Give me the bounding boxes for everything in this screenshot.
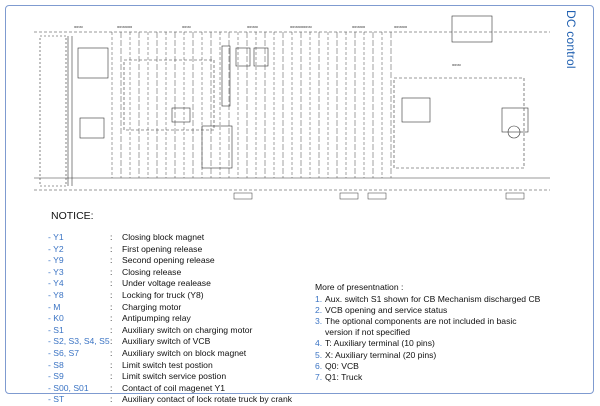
presentation-item-text: Q0: VCB bbox=[325, 360, 359, 371]
legend-code: - ST bbox=[48, 394, 65, 405]
legend-description: Closing block magnet bbox=[122, 232, 205, 242]
presentation-item-number: 7. bbox=[315, 371, 323, 382]
presentation-item-text: The optional components are not included… bbox=[325, 316, 517, 338]
presentation-notes: More of presentnation : 1.Aux. switch S1… bbox=[315, 282, 585, 383]
legend-separator: : bbox=[110, 255, 113, 266]
presentation-item: 5.X: Auxiliary terminal (20 pins) bbox=[315, 350, 585, 361]
legend-row: - K0: Antipumping relay bbox=[48, 313, 292, 325]
legend-row: - S9: Limit switch service postion bbox=[48, 371, 292, 383]
legend-description: Auxiliary switch on charging motor bbox=[122, 324, 253, 335]
legend-description: Auxiliary switch of VCB bbox=[122, 336, 211, 347]
legend-row: - S1: Auxiliary switch on charging motor bbox=[48, 325, 292, 337]
notice-title: NOTICE: bbox=[51, 210, 94, 222]
legend-separator: : bbox=[110, 382, 113, 393]
legend-row: - S00, S01: Contact of coil magenet Y1 bbox=[48, 383, 292, 395]
legend-row: - M: Charging motor bbox=[48, 302, 292, 314]
presentation-item: 7.Q1: Truck bbox=[315, 372, 585, 383]
legend-code: - Y9 bbox=[48, 255, 64, 266]
svg-text:ЯЯЯЯЯЯЯЯЯЯ: ЯЯЯЯЯЯЯЯЯЯ bbox=[290, 25, 312, 29]
legend-description: Contact of coil magenet Y1 bbox=[122, 382, 226, 393]
legend-separator: : bbox=[110, 347, 113, 358]
legend-description: Antipumping relay bbox=[122, 313, 191, 324]
presentation-item-text: Aux. switch S1 shown for CB Mechanism di… bbox=[325, 294, 541, 305]
legend-separator: : bbox=[110, 336, 113, 347]
presentation-item-number: 3. bbox=[315, 316, 323, 327]
legend-description: Auxiliary contact of lock rotate truck b… bbox=[122, 394, 293, 405]
legend-code: - Y1 bbox=[48, 232, 64, 242]
presentation-item-text: VCB opening and service status bbox=[325, 305, 448, 316]
presentation-item-number: 6. bbox=[315, 360, 323, 371]
presentation-item-text: X: Auxiliary terminal (20 pins) bbox=[325, 349, 437, 360]
legend-description: Under voltage realease bbox=[122, 278, 211, 289]
legend-row: - Y3: Closing release bbox=[48, 267, 292, 279]
legend-separator: : bbox=[110, 394, 113, 405]
legend-code: - S2, S3, S4, S5 bbox=[48, 336, 110, 347]
legend-row: - S6, S7: Auxiliary switch on block magne… bbox=[48, 348, 292, 360]
presentation-item: 3.The optional components are not includ… bbox=[315, 316, 585, 338]
presentation-item: 4.T: Auxiliary terminal (10 pins) bbox=[315, 338, 585, 349]
legend-code: - Y2 bbox=[48, 243, 64, 254]
presentation-item-number: 5. bbox=[315, 349, 323, 360]
svg-text:ЯЯЯЯЯЯ: ЯЯЯЯЯЯ bbox=[352, 25, 365, 29]
legend-row: - S2, S3, S4, S5: Auxiliary switch of VCB bbox=[48, 336, 292, 348]
presentation-item-number: 2. bbox=[315, 305, 323, 316]
legend-separator: : bbox=[110, 278, 113, 289]
legend-code: - S00, S01 bbox=[48, 382, 89, 393]
svg-text:ЯЯЯЯЯЯ: ЯЯЯЯЯЯ bbox=[394, 25, 407, 29]
legend-list: - Y1: Closing block magnet - Y2: First open… bbox=[48, 232, 292, 406]
legend-code: - Y4 bbox=[48, 278, 64, 289]
legend-code: - S9 bbox=[48, 371, 64, 382]
legend-row: - Y9: Second opening release bbox=[48, 255, 292, 267]
legend-separator: : bbox=[110, 266, 113, 277]
legend-description: Second opening release bbox=[122, 255, 215, 266]
presentation-item-text: T: Auxiliary terminal (10 pins) bbox=[325, 338, 435, 349]
legend-code: - S8 bbox=[48, 359, 64, 370]
legend-separator: : bbox=[110, 313, 113, 324]
svg-text:ЯЯЯЯ: ЯЯЯЯ bbox=[74, 25, 83, 29]
legend-description: First opening release bbox=[122, 243, 203, 254]
legend-separator: : bbox=[110, 359, 113, 370]
presentation-item: 1.Aux. switch S1 shown for CB Mechanism … bbox=[315, 294, 585, 305]
legend-code: - S1 bbox=[48, 324, 64, 335]
svg-text:ЯЯЯЯЯЯЯ: ЯЯЯЯЯЯЯ bbox=[117, 25, 132, 29]
legend-row: - Y2: First opening release bbox=[48, 244, 292, 256]
diagram-side-title: DC control bbox=[564, 10, 578, 69]
legend-separator: : bbox=[110, 289, 113, 300]
legend-code: - S6, S7 bbox=[48, 347, 80, 358]
legend-description: Limit switch test postion bbox=[122, 359, 213, 370]
svg-text:ЯЯЯЯ: ЯЯЯЯ bbox=[452, 63, 461, 67]
presentation-item-number: 1. bbox=[315, 294, 323, 305]
figure-frame bbox=[5, 5, 594, 394]
presentation-item-text: Q1: Truck bbox=[325, 371, 363, 382]
svg-text:ЯЯЯЯ: ЯЯЯЯ bbox=[182, 25, 191, 29]
svg-text:ЯЯЯЯЯ: ЯЯЯЯЯ bbox=[247, 25, 258, 29]
presentation-title: More of presentnation : bbox=[315, 282, 404, 292]
presentation-item-number: 4. bbox=[315, 338, 323, 349]
legend-separator: : bbox=[110, 243, 113, 254]
legend-code: - Y8 bbox=[48, 289, 64, 300]
legend-separator: : bbox=[110, 232, 113, 242]
legend-row: - S8: Limit switch test postion bbox=[48, 360, 292, 372]
legend-description: Limit switch service postion bbox=[122, 371, 227, 382]
schematic-diagram: ЯЯЯЯ ЯЯЯЯЯЯЯ ЯЯЯЯ ЯЯЯЯЯ ЯЯЯЯЯЯЯЯЯЯ ЯЯЯЯЯ… bbox=[34, 15, 550, 200]
legend-description: Closing release bbox=[122, 266, 182, 277]
legend-row: - ST: Auxiliary contact of lock rotate tr… bbox=[48, 394, 292, 406]
legend-code: - M bbox=[48, 301, 61, 312]
presentation-item: 2.VCB opening and service status bbox=[315, 305, 585, 316]
legend-separator: : bbox=[110, 371, 113, 382]
legend-description: Charging motor bbox=[122, 301, 182, 312]
legend-row: - Y4: Under voltage realease bbox=[48, 278, 292, 290]
legend-code: - K0 bbox=[48, 313, 64, 324]
legend-separator: : bbox=[110, 324, 113, 335]
legend-code: - Y3 bbox=[48, 266, 64, 277]
legend-description: Auxiliary switch on block magnet bbox=[122, 347, 247, 358]
legend-description: Locking for truck (Y8) bbox=[122, 289, 204, 300]
presentation-item: 6.Q0: VCB bbox=[315, 361, 585, 372]
legend-row: - Y1: Closing block magnet bbox=[48, 232, 292, 244]
legend-row: - Y8: Locking for truck (Y8) bbox=[48, 290, 292, 302]
legend-separator: : bbox=[110, 301, 113, 312]
